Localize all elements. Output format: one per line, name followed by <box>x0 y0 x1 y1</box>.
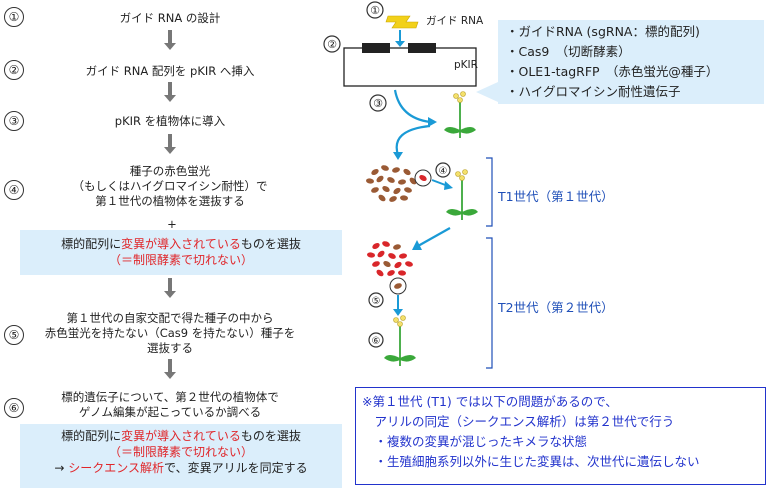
step-6-box-line1: 標的配列に変異が導入されているものを選抜 <box>61 429 301 443</box>
step-6-line1: 標的遺伝子について、第２世代の植物体で <box>61 390 279 404</box>
step-5-line1: 第１世代の自家交配で得た種子の中から <box>66 311 274 325</box>
svg-text:③: ③ <box>373 97 383 110</box>
t1-plant <box>446 169 478 220</box>
step-4-text: 種子の赤色蛍光 （もしくはハイグロマイシン耐性）で 第１世代の植物体を選抜する <box>30 164 310 209</box>
transform-arrow <box>393 89 431 124</box>
step-2-text: ガイド RNA 配列を pKIR へ挿入 <box>85 64 255 78</box>
t1-bracket <box>486 157 493 227</box>
vector-component-item: ・Cas9 （切断酵素） <box>506 44 631 59</box>
step-4-selection-box: 標的配列に変異が導入されているものを選抜 （＝制限酵素で切れない） <box>20 230 342 275</box>
step-4-line2: （もしくはハイグロマイシン耐性）で <box>72 179 268 193</box>
t2-seeds <box>367 241 413 277</box>
vector-component-item: ・OLE1-tagRFP （赤色蛍光@種子） <box>506 64 719 79</box>
selected-brown-seed <box>394 283 402 289</box>
note-line3: ・複数の変異が混じったキメラな状態 <box>362 434 588 449</box>
step-6-selection-box: 標的配列に変異が導入されているものを選抜 （＝制限酵素で切れない） → シークエ… <box>20 424 342 488</box>
t2-generation-label: T2世代（第２世代） <box>498 300 614 315</box>
t1-seeds <box>366 165 417 202</box>
step-5-line3: 選抜する <box>147 341 193 355</box>
info-callout-pointer <box>476 82 498 102</box>
step-4-line3: 第１世代の植物体を選抜する <box>95 194 245 208</box>
step-6-number: ⑥ <box>4 398 24 418</box>
vector-segment-right <box>408 43 436 53</box>
pkir-vector <box>343 47 477 87</box>
selected-red-seed <box>419 174 427 182</box>
marker-5: ⑤ <box>368 292 384 308</box>
guide-rna-label: ガイド RNA <box>426 15 484 27</box>
t2-bracket <box>486 237 493 369</box>
t1-problem-note: ※第１世代 (T1) では以下の問題があるので、 アリルの同定（シークエンス解析… <box>355 387 766 485</box>
svg-text:②: ② <box>327 38 337 51</box>
step-3-number: ③ <box>4 111 24 131</box>
vector-component-item: ・ハイグロマイシン耐性遺伝子 <box>506 84 681 99</box>
step-5-text: 第１世代の自家交配で得た種子の中から 赤色蛍光を持たない（Cas9 を持たない）… <box>20 311 320 356</box>
step-4-number: ④ <box>4 180 24 200</box>
vector-label: pKIR <box>454 59 478 71</box>
note-line2: アリルの同定（シークエンス解析）は第２世代で行う <box>362 414 675 429</box>
t2-plant <box>384 315 416 366</box>
step-6-box-line2: （＝制限酵素で切れない） <box>108 445 253 459</box>
step-4-plus: + <box>167 217 177 231</box>
seed-arrow-2 <box>417 227 451 247</box>
guide-rna-icon <box>385 15 419 29</box>
marker-6: ⑥ <box>368 332 384 348</box>
step-5-line2: 赤色蛍光を持たない（Cas9 を持たない）種子を <box>44 326 296 340</box>
insert-arrow-head <box>395 41 405 47</box>
marker-1: ① <box>366 1 384 19</box>
step-6-text: 標的遺伝子について、第２世代の植物体で ゲノム編集が起こっているか調べる <box>20 390 320 420</box>
svg-text:④: ④ <box>439 166 448 177</box>
marker-4: ④ <box>435 162 451 178</box>
t1-generation-label: T1世代（第１世代） <box>498 189 614 204</box>
marker-3: ③ <box>369 94 387 112</box>
vector-component-list: ・ガイドRNA (sgRNA：標的配列) ・Cas9 （切断酵素） ・OLE1-… <box>498 20 764 104</box>
step-4-line1: 種子の赤色蛍光 <box>129 164 211 178</box>
svg-text:⑤: ⑤ <box>372 296 381 307</box>
step-6-line2: ゲノム編集が起こっているか調べる <box>78 405 262 419</box>
vector-segment-left <box>362 43 390 53</box>
step-2-number: ② <box>4 60 24 80</box>
svg-text:⑥: ⑥ <box>372 336 381 347</box>
step-4-box-line2: （＝制限酵素で切れない） <box>108 253 253 267</box>
step-6-box-line3: → シークエンス解析で、変異アリルを同定する <box>54 461 308 475</box>
note-line1: ※第１世代 (T1) では以下の問題があるので、 <box>362 394 618 409</box>
marker-2: ② <box>323 35 341 53</box>
svg-text:①: ① <box>370 4 380 17</box>
vector-component-item: ・ガイドRNA (sgRNA：標的配列) <box>506 24 700 39</box>
pkir-workflow-diagram: ① ガイド RNA ② pKIR ③ <box>323 1 493 369</box>
step-4-box-line1: 標的配列に変異が導入されているものを選抜 <box>61 237 301 251</box>
note-line4: ・生殖細胞系列以外に生じた変異は、次世代に遺伝しない <box>362 454 700 469</box>
step-1-text: ガイド RNA の設計 <box>119 11 221 25</box>
step-1-number: ① <box>4 7 24 27</box>
t0-plant <box>444 91 476 138</box>
seed-arrow-1 <box>395 124 431 156</box>
step-3-text: pKIR を植物体に導入 <box>114 114 226 128</box>
step-5-number: ⑤ <box>4 325 24 345</box>
